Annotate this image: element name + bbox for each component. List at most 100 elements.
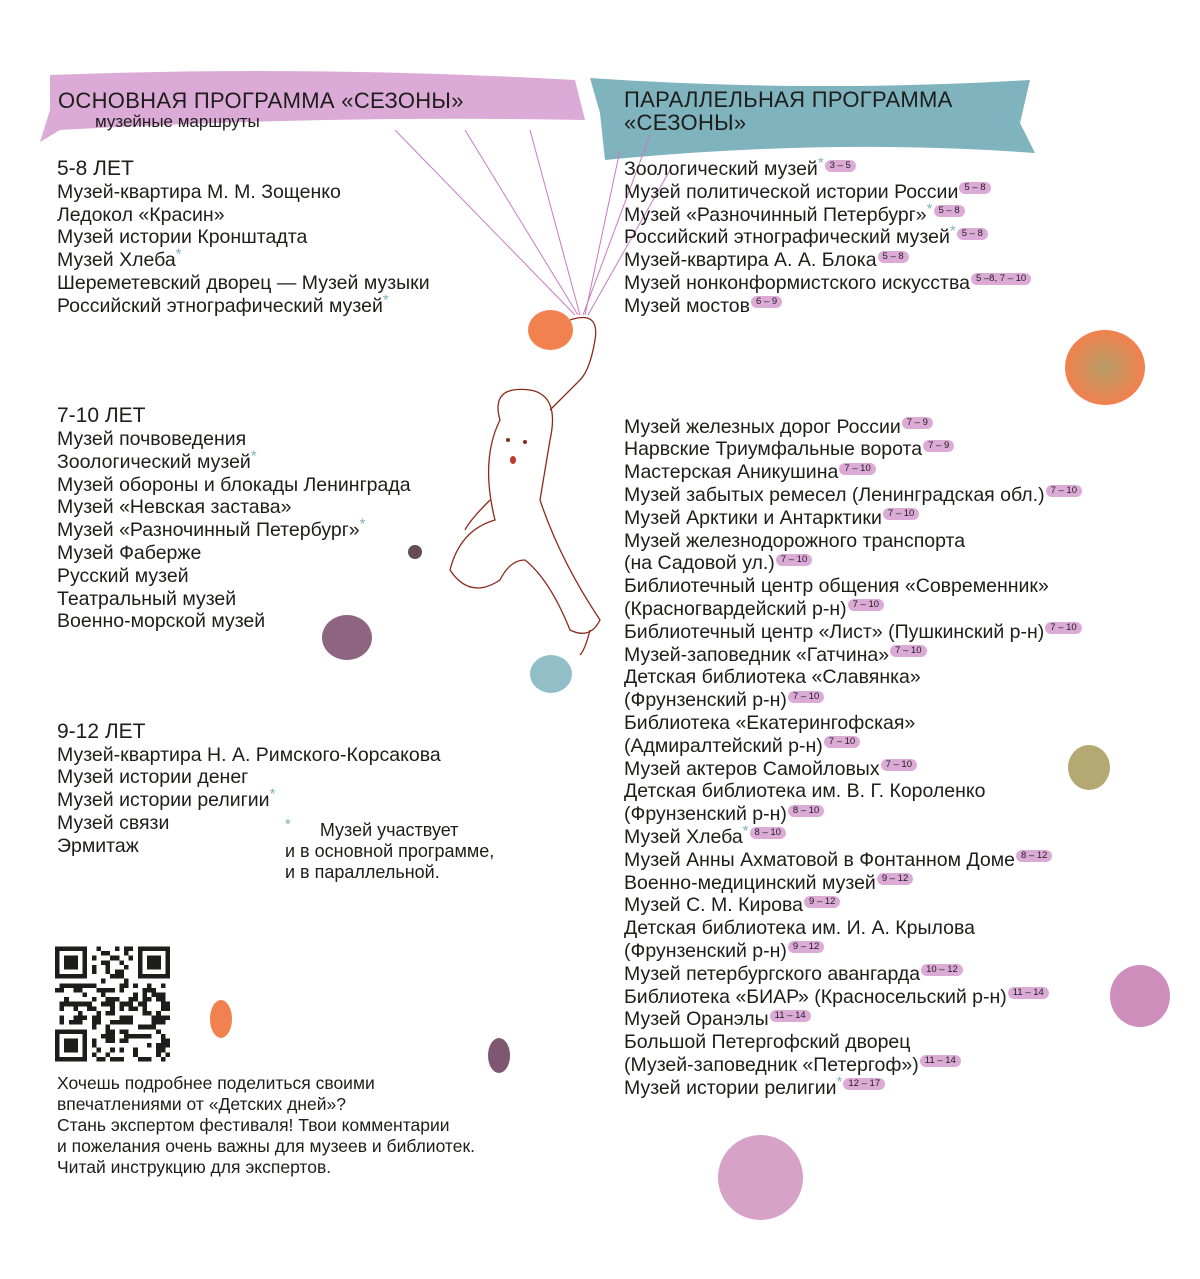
- museum-item[interactable]: Эрмитаж: [57, 835, 441, 858]
- museum-name: Музей почвоведения: [57, 427, 247, 450]
- museum-name: Русский музей: [57, 564, 189, 587]
- museum-name: Ледокол «Красин»: [57, 203, 225, 226]
- museum-item[interactable]: Музей истории религии*: [57, 787, 441, 812]
- museum-name: Музей истории религии: [57, 789, 270, 812]
- venue-item[interactable]: Музей железнодорожного транспорта(на Сад…: [624, 530, 1082, 576]
- star-icon: *: [359, 515, 366, 533]
- museum-item[interactable]: Музей Хлеба*: [57, 247, 441, 272]
- age-badge: 7 – 10: [775, 553, 813, 566]
- museum-item[interactable]: Музей обороны и блокады Ленинграда: [57, 474, 441, 497]
- star-icon: *: [382, 291, 389, 309]
- age-badge: 7 – 10: [1045, 622, 1082, 635]
- museum-item[interactable]: Музей «Невская застава»: [57, 496, 441, 519]
- museum-name: Музей обороны и блокады Ленинграда: [57, 473, 411, 496]
- footnote-line: и в параллельной.: [285, 862, 440, 882]
- museum-item[interactable]: Военно-морской музей: [57, 610, 441, 633]
- venue-item[interactable]: Детская библиотека «Славянка»(Фрунзенски…: [624, 666, 1082, 712]
- venue-name: Мастерская Аникушина: [624, 461, 839, 484]
- museum-name: Шереметевский дворец — Музей музыки: [57, 271, 430, 294]
- museum-item[interactable]: Музей-квартира М. М. Зощенко: [57, 181, 441, 204]
- venue-name: Большой Петергофский дворец: [624, 1031, 911, 1054]
- star-icon: *: [742, 822, 749, 840]
- age-badge: 5 –8, 7 – 10: [970, 273, 1032, 286]
- venue-item[interactable]: Зоологический музей*3 – 5: [624, 156, 1082, 181]
- museum-item[interactable]: Музей «Разночинный Петербург»*: [57, 515, 441, 542]
- age-badge: 7 – 10: [882, 508, 920, 521]
- age-badge: 7 – 10: [1045, 485, 1082, 498]
- venue-item[interactable]: Детская библиотека им. В. Г. Короленко(Ф…: [624, 780, 1082, 826]
- venue-item[interactable]: Большой Петергофский дворец(Музей-запове…: [624, 1031, 1082, 1077]
- decorative-spot: [210, 1000, 232, 1038]
- venue-name: (Фрунзенский р-н): [624, 803, 787, 826]
- decorative-spot: [408, 545, 422, 559]
- museum-item[interactable]: Театральный музей: [57, 588, 441, 611]
- venue-name: Детская библиотека им. И. А. Крылова: [624, 917, 975, 940]
- museum-item[interactable]: Музей связи: [57, 812, 441, 835]
- qr-code[interactable]: [55, 945, 170, 1063]
- venue-item[interactable]: Библиотека «БИАР» (Красносельский р-н)11…: [624, 986, 1082, 1009]
- venue-name: (Фрунзенский р-н): [624, 939, 787, 962]
- venue-name: Музей петербургского авангарда: [624, 962, 921, 985]
- museum-item[interactable]: Зоологический музей*: [57, 448, 441, 474]
- venue-item[interactable]: Российский этнографический музей*5 – 8: [624, 222, 1082, 249]
- age-badge: 10 – 12: [921, 964, 963, 977]
- museum-name: Музей истории денег: [57, 766, 249, 789]
- museum-name: Музей-квартира М. М. Зощенко: [57, 180, 341, 203]
- museum-item[interactable]: Музей Фаберже: [57, 542, 441, 565]
- venue-name: Музей «Разночинный Петербург»: [624, 203, 927, 226]
- venue-item[interactable]: Детская библиотека им. И. А. Крылова(Фру…: [624, 917, 1082, 963]
- venue-name: (Красногвардейский р-н): [624, 597, 847, 620]
- venue-item[interactable]: Музей-заповедник «Гатчина»7 – 10: [624, 644, 1082, 667]
- venue-item[interactable]: Библиотечный центр общения «Современник»…: [624, 575, 1082, 621]
- venue-name: Библиотека «БИАР» (Красносельский р-н): [624, 985, 1007, 1008]
- museum-item[interactable]: Российский этнографический музей*: [57, 292, 441, 318]
- main-program-subtitle: музейные маршруты: [95, 112, 260, 131]
- museum-item[interactable]: Музей-квартира Н. А. Римского-Корсакова: [57, 744, 441, 767]
- footer-line[interactable]: Читай инструкцию для экспертов.: [57, 1157, 332, 1177]
- decorative-spot: [530, 655, 572, 693]
- star-icon: *: [949, 222, 956, 240]
- venue-item[interactable]: Библиотечный центр «Лист» (Пушкинский р-…: [624, 621, 1082, 644]
- character-illustration: [449, 316, 601, 656]
- venue-name: Детская библиотека «Славянка»: [624, 666, 921, 689]
- age-badge: 11 – 14: [1007, 987, 1049, 999]
- venue-item[interactable]: Библиотека «Екатерингофская»(Адмиралтейс…: [624, 712, 1082, 758]
- museum-item[interactable]: Шереметевский дворец — Музей музыки: [57, 272, 441, 295]
- venue-name: Музей Оранэлы: [624, 1008, 769, 1031]
- museum-item[interactable]: Ледокол «Красин»: [57, 204, 441, 227]
- museum-item[interactable]: Русский музей: [57, 565, 441, 588]
- venue-item[interactable]: Музей Хлеба*8 – 10: [624, 823, 1082, 849]
- venue-item[interactable]: Музей «Разночинный Петербург»*5 – 8: [624, 201, 1082, 227]
- age-badge: 7 – 9: [901, 417, 933, 430]
- venue-name: Библиотека «Екатерингофская»: [624, 711, 916, 734]
- museum-name: Эрмитаж: [57, 834, 139, 857]
- footer-line: Хочешь подробнее поделиться своими: [57, 1073, 375, 1093]
- footnote-line: Музей участвует: [319, 820, 459, 840]
- venue-item[interactable]: Музей забытых ремесел (Ленинградская обл…: [624, 484, 1082, 507]
- venue-name: Нарвские Триумфальные ворота: [624, 438, 923, 461]
- museum-item[interactable]: Музей истории денег: [57, 766, 441, 789]
- museum-item[interactable]: Музей истории Кронштадта: [57, 226, 441, 249]
- museum-name: Российский этнографический музей: [57, 294, 383, 317]
- age-badge: 7 – 10: [890, 645, 927, 658]
- museum-item[interactable]: Музей почвоведения: [57, 428, 441, 451]
- venue-name: (Фрунзенский р-н): [624, 689, 787, 712]
- venue-item[interactable]: Музей истории религии*12 – 17: [624, 1074, 1082, 1100]
